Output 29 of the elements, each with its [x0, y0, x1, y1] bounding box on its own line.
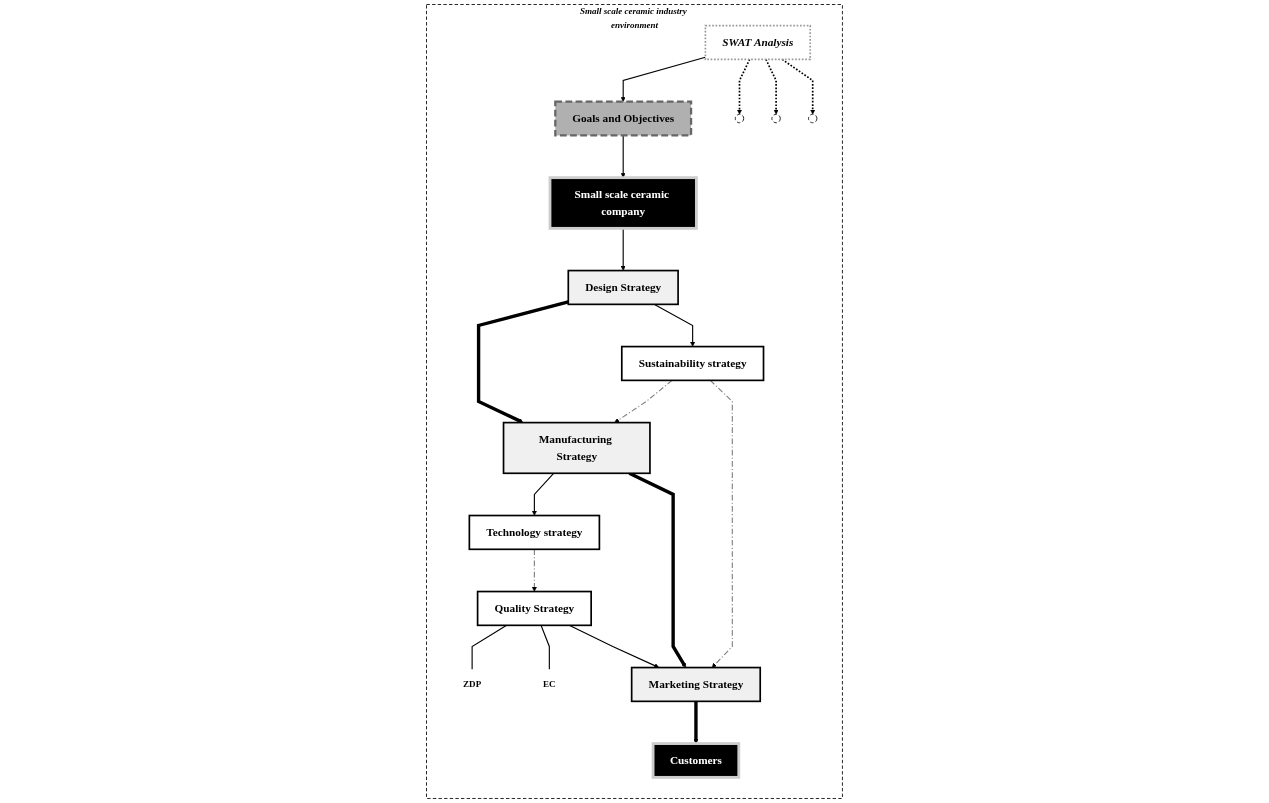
arrow: [620, 56, 706, 102]
arrow: [568, 624, 660, 668]
node-box: Customers: [651, 742, 741, 779]
arrow: [737, 58, 751, 115]
node-circle: [734, 113, 745, 124]
arrow: [653, 303, 696, 347]
node-text: EC: [543, 679, 556, 689]
node-box: Sustainability strategy: [620, 345, 765, 382]
arrow: [476, 300, 569, 424]
arrow: [531, 548, 537, 592]
node-box: SWAT Analysis: [704, 24, 812, 61]
node-box: Technology strategy: [468, 514, 601, 551]
arrow: [709, 379, 733, 668]
node-circle: [771, 113, 781, 124]
connector: [471, 624, 508, 670]
arrow: [531, 472, 555, 516]
arrow: [765, 58, 779, 115]
node-circle: [808, 113, 818, 124]
arrow: [614, 379, 673, 423]
node-box: Quality Strategy: [476, 590, 593, 627]
node-box: Design Strategy: [567, 269, 679, 306]
node-box: Manufacturing Strategy: [502, 421, 651, 475]
connector: [540, 624, 550, 670]
node-box: Marketing Strategy: [630, 666, 762, 703]
node-text: ZDP: [463, 679, 482, 689]
arrow: [781, 58, 816, 115]
node-box: Goals and Objectives: [554, 100, 693, 137]
node-box: Small scale ceramic company: [548, 176, 698, 230]
arrow: [693, 701, 699, 744]
